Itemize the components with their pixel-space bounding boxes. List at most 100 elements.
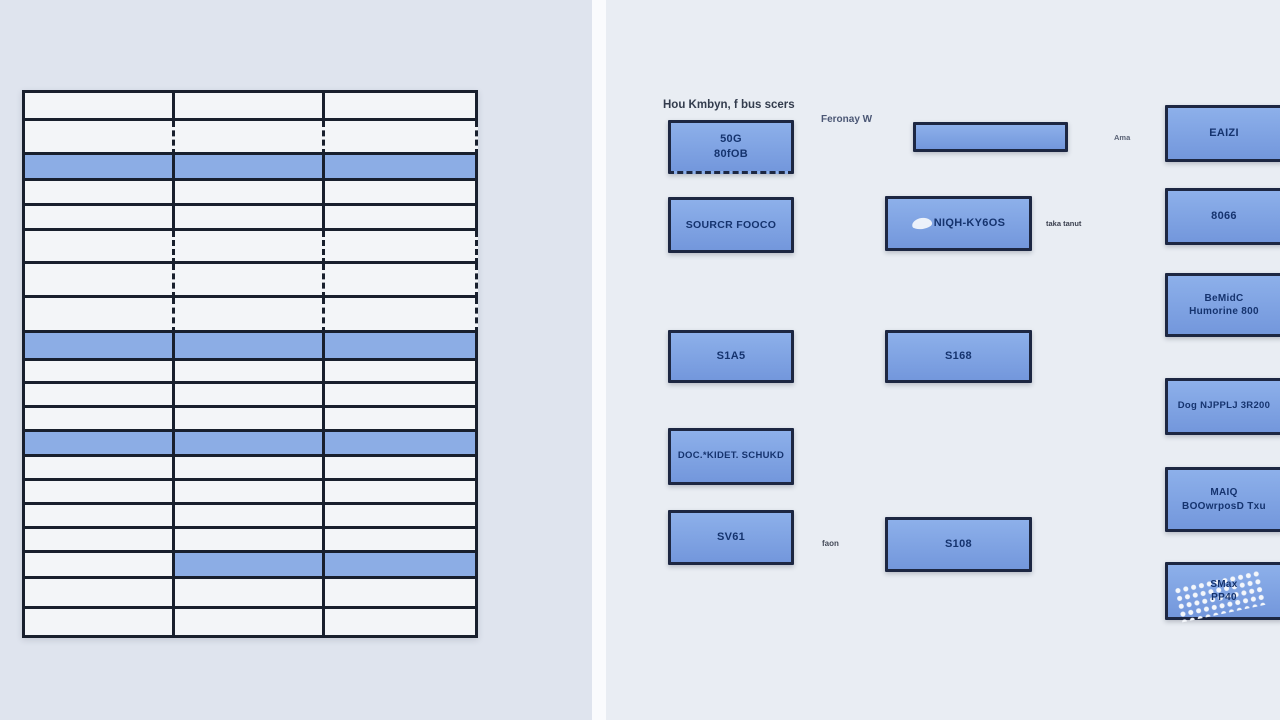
table-cell: [175, 609, 325, 638]
table-cell: [175, 384, 325, 408]
table-cell: [325, 384, 478, 408]
table-cell: [175, 408, 325, 432]
table-cell: [325, 155, 478, 181]
table-cell: [325, 432, 478, 457]
edge-label-dashed: Ama: [1114, 133, 1131, 142]
table-cell: [25, 264, 175, 298]
table-cell: [25, 553, 175, 579]
node-eaizi: EAIZI: [1165, 105, 1280, 162]
table-cell: [175, 231, 325, 264]
table-cell: [25, 505, 175, 529]
table-cell: [325, 481, 478, 505]
table-cell: [175, 481, 325, 505]
table-cell: [325, 553, 478, 579]
node-sv61: SV61: [668, 510, 794, 565]
node-niqh: NIQH-KY6OS: [885, 196, 1032, 251]
table-cell: [175, 553, 325, 579]
table-cell: [325, 298, 478, 333]
edge-label-bottom: faon: [822, 539, 839, 548]
panel-divider: [592, 0, 606, 720]
flowchart-panel: Hou Kmbyn, f bus scers Feronay W Ama tak…: [606, 0, 1280, 720]
table-cell: [25, 432, 175, 457]
table-cell: [175, 505, 325, 529]
table-row: [25, 264, 478, 298]
node-doc-kidet: DOC.*KIDET. SCHUKD: [668, 428, 794, 485]
edge-label-top: Feronay W: [821, 114, 873, 125]
table-row: [25, 481, 478, 505]
table-cell: [325, 457, 478, 481]
table-cell: [325, 361, 478, 384]
highlight-wedge-icon: [911, 216, 933, 231]
table-cell: [25, 93, 175, 121]
table-row: [25, 457, 478, 481]
table-cell: [25, 384, 175, 408]
table-cell: [175, 529, 325, 553]
table-cell: [25, 231, 175, 264]
table-cell: [325, 333, 478, 361]
table-cell: [25, 457, 175, 481]
table-cell: [325, 93, 478, 121]
table-cell: [325, 264, 478, 298]
table-cell: [175, 264, 325, 298]
table-cell: [25, 206, 175, 231]
node-bemidc: BeMidC Humorine 800: [1165, 273, 1280, 337]
table-row: [25, 384, 478, 408]
table-cell: [25, 529, 175, 553]
table-row: [25, 553, 478, 579]
node-8066: 8066: [1165, 188, 1280, 245]
node-smax: SMax PP40: [1165, 562, 1280, 623]
table-cell: [325, 121, 478, 155]
table-cell: [25, 361, 175, 384]
table-cell: [25, 333, 175, 361]
table-cell: [175, 93, 325, 121]
node-empty-relay: [913, 122, 1068, 152]
flowchart-title: Hou Kmbyn, f bus scers: [663, 99, 795, 111]
table-cell: [175, 333, 325, 361]
table-cell: [25, 181, 175, 206]
table-cell: [25, 481, 175, 505]
table-row: [25, 579, 478, 609]
table-cell: [175, 298, 325, 333]
table-cell: [325, 579, 478, 609]
table-cell: [175, 457, 325, 481]
table-row: [25, 333, 478, 361]
table-cell: [325, 231, 478, 264]
table-row: [25, 609, 478, 638]
table-row: [25, 505, 478, 529]
table-row: [25, 231, 478, 264]
table-cell: [25, 579, 175, 609]
table-cell: [175, 181, 325, 206]
table-row: [25, 121, 478, 155]
table-cell: [325, 206, 478, 231]
node-source-food: SOURCR FOOCO: [668, 197, 794, 253]
table-row: [25, 206, 478, 231]
table-cell: [175, 361, 325, 384]
table-cell: [25, 155, 175, 181]
document-panel: [0, 0, 592, 720]
edge-label-mid: taka tanut: [1046, 219, 1082, 228]
table-cell: [175, 432, 325, 457]
table-cell: [25, 298, 175, 333]
table-row: [25, 408, 478, 432]
table-row: [25, 155, 478, 181]
table-cell: [175, 579, 325, 609]
node-njpplj: Dog NJPPLJ 3R200: [1165, 378, 1280, 435]
node-s1a5: S1A5: [668, 330, 794, 383]
data-table: [22, 90, 478, 638]
table-cell: [175, 206, 325, 231]
table-row: [25, 432, 478, 457]
table-cell: [325, 609, 478, 638]
table-row: [25, 529, 478, 553]
table-cell: [25, 408, 175, 432]
node-50g: 50G 80fOB: [668, 120, 794, 174]
table-cell: [25, 121, 175, 155]
table-cell: [175, 121, 325, 155]
node-s108: S108: [885, 517, 1032, 572]
table-cell: [325, 505, 478, 529]
table-row: [25, 298, 478, 333]
table-cell: [325, 529, 478, 553]
table-cell: [25, 609, 175, 638]
table-row: [25, 181, 478, 206]
node-s168: S168: [885, 330, 1032, 383]
